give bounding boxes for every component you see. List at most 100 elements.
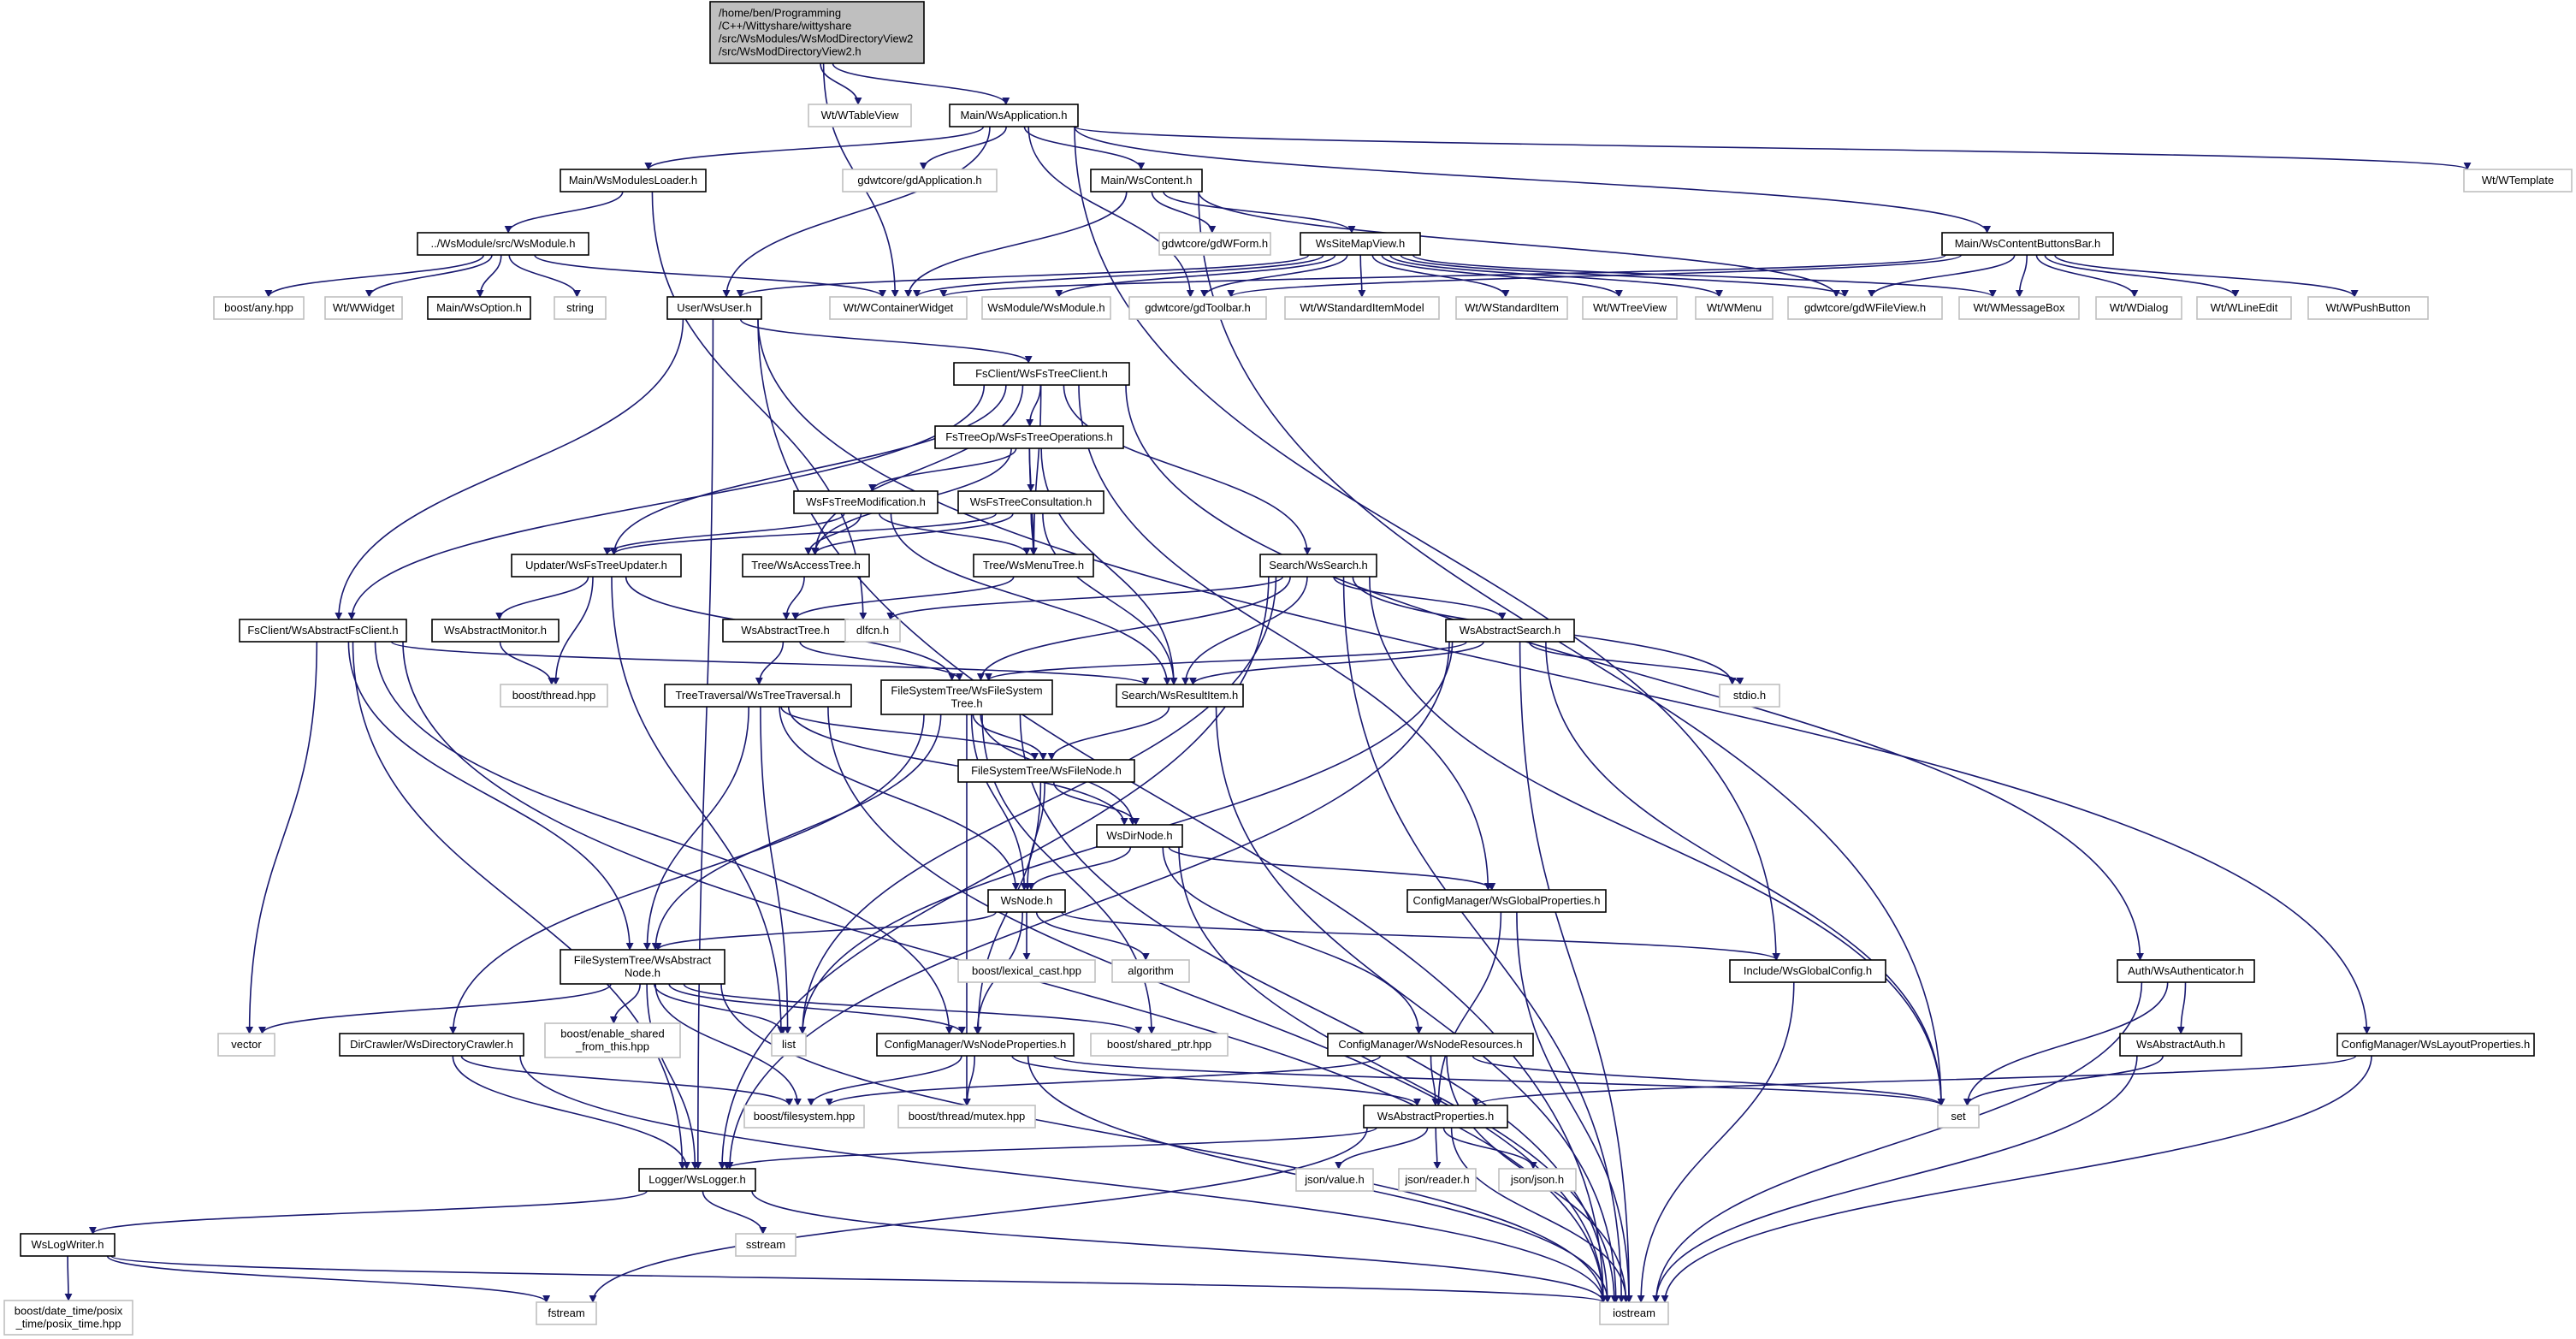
node-wsfstreeupdater[interactable]: Updater/WsFsTreeUpdater.h (511, 554, 682, 578)
node-label: Wt/WContainerWidget (844, 301, 954, 314)
node-label: Wt/WStandardItemModel (1300, 301, 1424, 314)
node-wsabstracttree[interactable]: WsAbstractTree.h (722, 619, 849, 643)
edge-wsabstractnode-to-boostfilesystem (654, 983, 802, 1106)
node-box (957, 490, 1104, 514)
node-wsfilenode[interactable]: FileSystemTree/WsFileNode.h (957, 759, 1135, 783)
node-label: WsAbstractTree.h (741, 624, 830, 637)
node-wdialog: Wt/WDialog (2095, 296, 2182, 320)
node-root[interactable]: /home/ben/Programming/C++/Wittyshare/wit… (709, 1, 925, 64)
node-wsapplication[interactable]: Main/WsApplication.h (949, 104, 1079, 127)
node-box (1090, 169, 1203, 193)
node-box (664, 684, 852, 708)
edge-wsabstractproperties-to-fstream (589, 1127, 1368, 1303)
edge-wsauthenticator-to-set (1963, 981, 2169, 1106)
node-label: algorithm (1128, 964, 1173, 977)
node-label: WsAbstractAuth.h (2136, 1038, 2225, 1051)
node-gdwfileview: gdwtcore/gdWFileView.h (1787, 296, 1943, 320)
node-label: list (782, 1038, 796, 1051)
edge-wssitemapview-to-wsmodulewsmodule (1055, 254, 1336, 298)
node-label: WsSiteMapView.h (1316, 237, 1406, 250)
node-wslogger[interactable]: Logger/WsLogger.h (638, 1168, 756, 1192)
node-wssearch[interactable]: Search/WsSearch.h (1259, 554, 1377, 578)
node-wsnoderesources[interactable]: ConfigManager/WsNodeResources.h (1327, 1033, 1534, 1057)
node-label: boost/enable_shared (560, 1028, 664, 1040)
node-label: Wt/WDialog (2110, 301, 2169, 314)
node-box (1455, 296, 1568, 320)
edge-wsdirnode-to-wsnode (1027, 846, 1132, 891)
node-label: _time/posix_time.hpp (15, 1318, 121, 1330)
node-wsabstractsearch[interactable]: WsAbstractSearch.h (1445, 619, 1575, 643)
node-box (1128, 296, 1267, 320)
edge-wsuser-to-wsfstreeclient (739, 318, 1033, 364)
edge-wsfilesystemtree-to-wsnode (970, 714, 1028, 891)
node-box (1158, 232, 1271, 256)
node-wsfstreeconsultation[interactable]: WsFsTreeConsultation.h (957, 490, 1104, 514)
node-wsglobalproperties[interactable]: ConfigManager/WsGlobalProperties.h (1406, 889, 1607, 913)
node-box (2307, 296, 2429, 320)
node-wslayoutproperties[interactable]: ConfigManager/WsLayoutProperties.h (2336, 1033, 2535, 1057)
node-wscontentbuttonsbar[interactable]: Main/WsContentButtonsBar.h (1941, 232, 2114, 256)
node-label: WsNode.h (1001, 894, 1053, 907)
node-wslogwriter[interactable]: WsLogWriter.h (20, 1233, 115, 1257)
edge-wssitemapview-to-wtreeview (1381, 254, 1623, 298)
edge-wsfilesystemtree-to-wsdirectorycrawler (449, 714, 925, 1034)
node-wsglobalconfig[interactable]: Include/WsGlobalConfig.h (1729, 959, 1886, 983)
node-wsmodulesloader[interactable]: Main/WsModulesLoader.h (560, 169, 707, 193)
node-label: iostream (1613, 1306, 1655, 1319)
edge-wstreetraversal-to-wsfilenode (780, 706, 1039, 761)
node-label: WsFsTreeConsultation.h (970, 495, 1093, 508)
node-wsmenutree[interactable]: Tree/WsMenuTree.h (973, 554, 1094, 578)
edge-wstreetraversal-to-wsnode (779, 706, 1020, 891)
node-wsabstractfsclient[interactable]: FsClient/WsAbstractFsClient.h (239, 619, 407, 643)
node-box (949, 104, 1079, 127)
edge-wsdirectorycrawler-to-boostfilesystem (460, 1055, 793, 1106)
node-wstreetraversal[interactable]: TreeTraversal/WsTreeTraversal.h (664, 684, 852, 708)
node-wsfstreemodification[interactable]: WsFsTreeModification.h (793, 490, 939, 514)
node-wsauthenticator[interactable]: Auth/WsAuthenticator.h (2117, 959, 2255, 983)
node-wsuser[interactable]: User/WsUser.h (666, 296, 762, 320)
node-stdio: stdio.h (1719, 684, 1780, 708)
node-wsfstreeoperations[interactable]: FsTreeOp/WsFsTreeOperations.h (934, 425, 1124, 449)
node-label: json/value.h (1304, 1173, 1364, 1186)
edge-wsfstreeconsultation-to-wsaccesstree (811, 512, 1014, 555)
node-wsabstractproperties[interactable]: WsAbstractProperties.h (1363, 1105, 1508, 1129)
node-wscontent[interactable]: Main/WsContent.h (1090, 169, 1203, 193)
edge-wscontentbuttonsbar-to-wdialog (2035, 254, 2139, 298)
edge-wstreetraversal-to-wsabstractnode (643, 706, 749, 951)
node-box (842, 169, 998, 193)
node-label: fstream (548, 1306, 584, 1319)
node-box (1096, 824, 1183, 848)
node-wsaccesstree[interactable]: Tree/WsAccessTree.h (742, 554, 870, 578)
edge-wsapplication-to-wsmodulesloader (644, 126, 985, 170)
node-vector: vector (217, 1033, 275, 1057)
edge-wsapplication-to-wsuser (722, 126, 991, 298)
node-wsabstractmonitor[interactable]: WsAbstractMonitor.h (431, 619, 560, 643)
node-wssitemapview[interactable]: WsSiteMapView.h (1300, 232, 1421, 256)
node-wsnode[interactable]: WsNode.h (987, 889, 1066, 913)
node-jsonvalue: json/value.h (1295, 1168, 1374, 1192)
node-box (957, 759, 1135, 783)
node-wsdirnode[interactable]: WsDirNode.h (1096, 824, 1183, 848)
node-wsresultitem[interactable]: Search/WsResultItem.h (1116, 684, 1244, 708)
node-box (1116, 684, 1244, 708)
edge-wsmodule-src-to-wwidget (365, 254, 493, 298)
node-label: Main/WsOption.h (436, 301, 522, 314)
edge-wsabstractproperties-to-jsonreader (1433, 1127, 1442, 1170)
node-label: Node.h (625, 967, 660, 980)
node-wsoption[interactable]: Main/WsOption.h (427, 296, 531, 320)
node-label: Wt/WTemplate (2482, 174, 2555, 187)
node-wsnodeproperties[interactable]: ConfigManager/WsNodeProperties.h (876, 1033, 1075, 1057)
node-wsmodule-src[interactable]: ../WsModule/src/WsModule.h (417, 232, 589, 256)
node-box (897, 1105, 1036, 1129)
node-wlineedit: Wt/WLineEdit (2196, 296, 2292, 320)
edge-wsfstreeoperations-to-wsresultitem (1040, 447, 1178, 685)
node-wsabstractauth[interactable]: WsAbstractAuth.h (2119, 1033, 2242, 1057)
node-list: list (771, 1033, 807, 1057)
node-box (1284, 296, 1440, 320)
node-wsdirectorycrawler[interactable]: DirCrawler/WsDirectoryCrawler.h (339, 1033, 524, 1057)
edge-wsfstreeupdater-to-wsabstractmonitor (495, 576, 589, 620)
node-label: gdwtcore/gdWFileView.h (1804, 301, 1926, 314)
node-wsfstreeclient[interactable]: FsClient/WsFsTreeClient.h (953, 362, 1130, 386)
